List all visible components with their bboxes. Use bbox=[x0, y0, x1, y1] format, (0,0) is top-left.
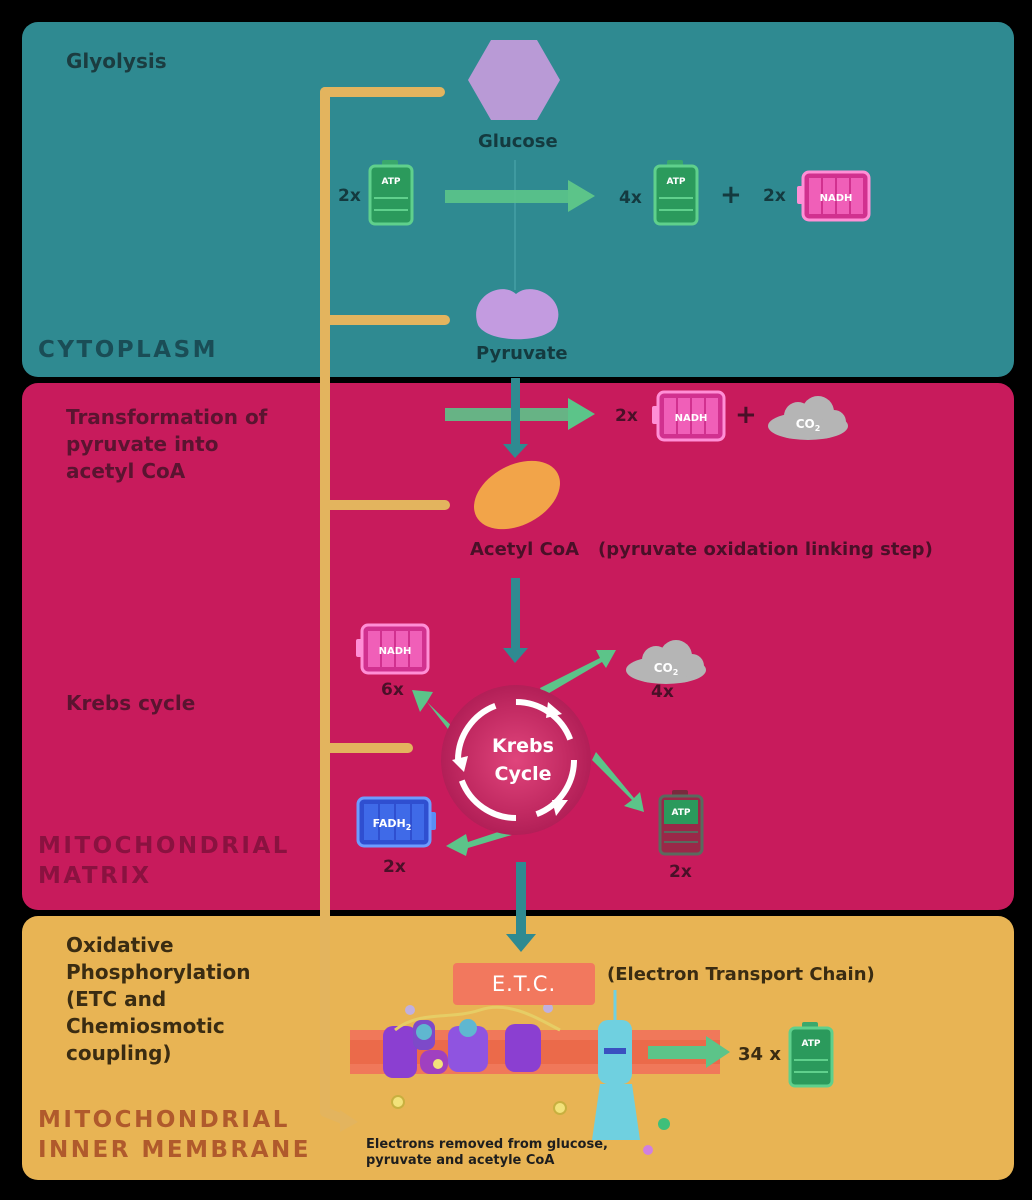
nadh-krebs-count: 6x bbox=[381, 680, 404, 700]
nadh-out-multiplier: 2x bbox=[763, 186, 786, 206]
oxphos-title-line-3: (ETC and bbox=[66, 987, 167, 1011]
glycolysis-arrow-icon bbox=[445, 180, 595, 212]
nadh-battery-krebs-icon: NADH bbox=[356, 623, 430, 675]
pathway-end-arrow-icon bbox=[340, 1110, 358, 1132]
oxphos-title-line-5: coupling) bbox=[66, 1041, 172, 1065]
nadh-battery-glycolysis-icon: NADH bbox=[797, 170, 871, 222]
atp-out-multiplier: 4x bbox=[619, 188, 642, 208]
co2-krebs-count: 4x bbox=[651, 682, 674, 702]
atp-battery-out-icon: ATP bbox=[653, 160, 699, 226]
pyruvate-label: Pyruvate bbox=[476, 343, 568, 364]
transformation-title-line-2: pyruvate into bbox=[66, 432, 219, 456]
acetyl-coa-bean-icon bbox=[474, 460, 560, 530]
acetyl-down-arrow-icon bbox=[503, 578, 528, 663]
atp-krebs-text: ATP bbox=[671, 808, 690, 818]
atp-etc-multiplier: 34 x bbox=[738, 1044, 781, 1065]
nadh-transformation-multiplier: 2x bbox=[615, 406, 638, 426]
atp-krebs-count: 2x bbox=[669, 862, 692, 882]
oxphos-title-line-4: Chemiosmotic bbox=[66, 1014, 225, 1038]
co2-transformation-text: CO2 bbox=[796, 417, 821, 433]
etc-label-box: E.T.C. bbox=[453, 963, 595, 1005]
membrane-region-label-line-2: INNER MEMBRANE bbox=[38, 1137, 311, 1163]
membrane-region-label-line-1: MITOCHONDRIAL bbox=[38, 1107, 290, 1133]
transformation-title-line-3: acetyl CoA bbox=[66, 459, 186, 483]
atp-battery-in-icon: ATP bbox=[368, 160, 414, 226]
atp-battery-etc-icon: ATP bbox=[788, 1022, 834, 1088]
fadh2-battery-icon: FADH2 bbox=[356, 796, 436, 848]
krebs-cycle-title: Krebs cycle bbox=[66, 691, 196, 715]
linking-step-note: (pyruvate oxidation linking step) bbox=[598, 539, 933, 560]
oxphos-title-line-1: Oxidative bbox=[66, 933, 174, 957]
electrons-note: Electrons removed from glucose, pyruvate… bbox=[366, 1137, 608, 1168]
etc-full-name: (Electron Transport Chain) bbox=[607, 964, 875, 985]
pathway-line bbox=[320, 87, 450, 1125]
membrane-illustration bbox=[350, 990, 720, 1155]
glucose-label: Glucose bbox=[478, 131, 558, 152]
co2-krebs-text: CO2 bbox=[654, 661, 679, 677]
nadh-transformation-text: NADH bbox=[675, 413, 708, 424]
matrix-region-label-line-2: MATRIX bbox=[38, 863, 152, 889]
atp-in-multiplier: 2x bbox=[338, 186, 361, 206]
co2-cloud-transformation-icon: CO2 bbox=[768, 396, 848, 440]
acetyl-coa-label: Acetyl CoA bbox=[470, 539, 580, 560]
matrix-region-label-line-1: MITOCHONDRIAL bbox=[38, 833, 290, 859]
etc-atp-arrow-icon bbox=[648, 1036, 730, 1068]
krebs-cycle-icon: Krebs Cycle bbox=[441, 685, 591, 835]
pyruvate-down-arrow-icon bbox=[503, 378, 528, 458]
krebs-cycle-line-2: Cycle bbox=[495, 763, 552, 785]
nadh-glycolysis-text: NADH bbox=[820, 193, 853, 204]
fadh2-text: FADH2 bbox=[373, 817, 412, 832]
oxphos-title-line-2: Phosphorylation bbox=[66, 960, 251, 984]
krebs-cycle-line-1: Krebs bbox=[492, 735, 554, 757]
transformation-arrow-icon bbox=[445, 398, 595, 430]
pyruvate-blob-icon bbox=[476, 289, 559, 340]
atp-battery-krebs-icon: ATP bbox=[658, 790, 704, 856]
atp-etc-text: ATP bbox=[801, 1039, 820, 1049]
transformation-plus: + bbox=[735, 400, 757, 430]
glucose-hexagon-icon bbox=[468, 40, 560, 120]
nadh-krebs-text: NADH bbox=[379, 646, 412, 657]
krebs-down-arrow-icon bbox=[506, 862, 536, 952]
fadh2-count: 2x bbox=[383, 857, 406, 877]
nadh-battery-transformation-icon: NADH bbox=[652, 390, 726, 442]
cytoplasm-region-label: CYTOPLASM bbox=[38, 337, 219, 363]
glycolysis-title: Glyolysis bbox=[66, 49, 167, 73]
transformation-title-line-1: Transformation of bbox=[66, 405, 268, 429]
atp-in-text: ATP bbox=[381, 177, 400, 187]
co2-cloud-krebs-icon: CO2 bbox=[626, 640, 706, 684]
atp-out-text: ATP bbox=[666, 177, 685, 187]
glycolysis-plus: + bbox=[720, 180, 742, 210]
